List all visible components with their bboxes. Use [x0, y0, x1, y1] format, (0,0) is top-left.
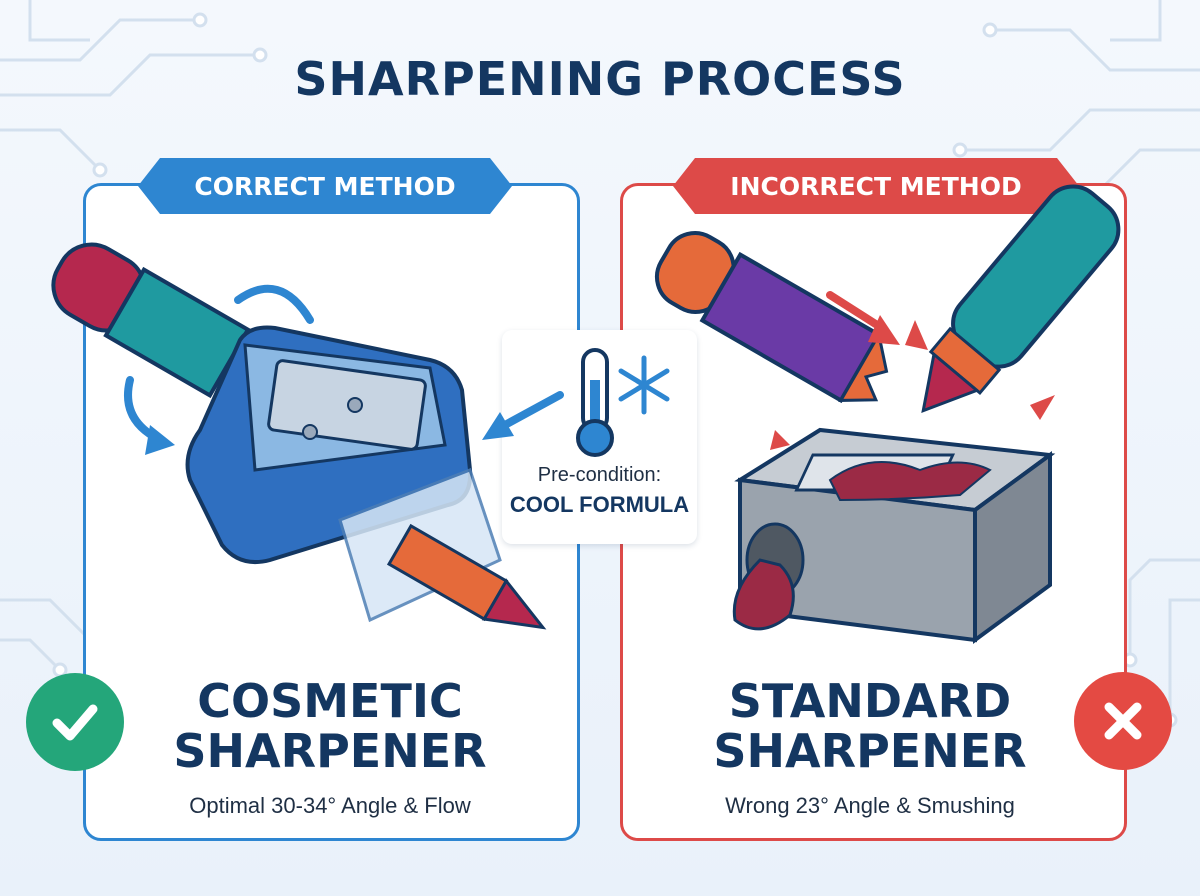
precondition-value: COOL FORMULA [509, 492, 690, 517]
incorrect-method-banner: INCORRECT METHOD [673, 158, 1079, 214]
precondition-icons [576, 348, 670, 457]
incorrect-method-label: INCORRECT METHOD [730, 171, 1022, 201]
precondition-callout: Pre-condition: COOL FORMULA [502, 330, 697, 544]
banner-ribbon-icon [138, 158, 512, 214]
page-title: SHARPENING PROCESS [294, 52, 906, 106]
cosmetic-sharpener-heading: COSMETIC SHARPENER [120, 676, 540, 776]
heading-line-2: SHARPENER [173, 724, 487, 778]
precondition-label: Pre-condition: [537, 464, 662, 486]
correct-method-subtitle: Optimal 30-34° Angle & Flow [189, 793, 471, 818]
correct-method-banner: CORRECT METHOD [138, 158, 512, 214]
incorrect-method-subtitle: Wrong 23° Angle & Smushing [725, 793, 1015, 818]
banner-ribbon-icon [673, 158, 1079, 214]
heading-line-1: STANDARD [728, 674, 1012, 728]
heading-line-1: COSMETIC [197, 674, 463, 728]
standard-sharpener-heading: STANDARD SHARPENER [660, 676, 1080, 776]
correct-method-label: CORRECT METHOD [194, 171, 456, 201]
snowflake-icon [618, 355, 670, 415]
heading-line-2: SHARPENER [713, 724, 1027, 778]
cross-icon [1074, 672, 1172, 770]
checkmark-icon [26, 673, 124, 771]
thermometer-icon [576, 348, 614, 457]
